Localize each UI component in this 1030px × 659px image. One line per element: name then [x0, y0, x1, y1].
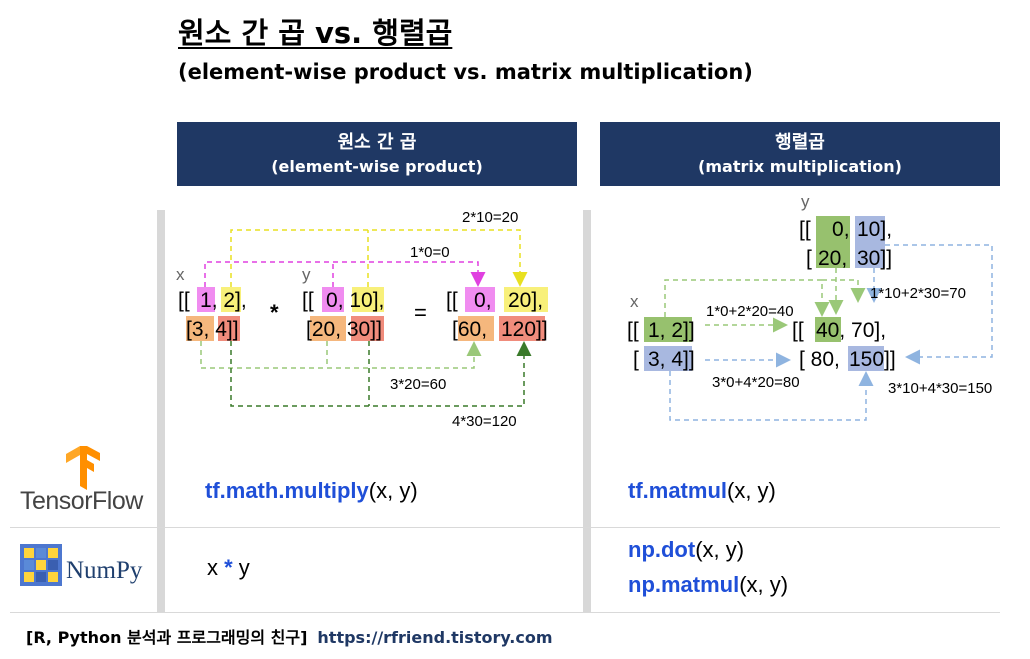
tensorflow-logo-icon: [66, 446, 100, 490]
matmul-header-en: (matrix multiplication): [698, 157, 902, 176]
y-col1-highlight: [816, 216, 850, 268]
ew-y-label: y: [302, 265, 311, 284]
np-dot-args: (x, y): [695, 537, 745, 562]
page-subtitle: (element-wise product vs. matrix multipl…: [178, 60, 753, 84]
mm-y-row2: [20, 30]]: [806, 247, 892, 270]
footer-text: [R, Python 분석과 프로그래밍의 친구]: [26, 628, 308, 647]
np-matmul-fn: np.matmul: [628, 572, 740, 597]
x-cell-1-highlight: [197, 287, 215, 312]
bottom-divider: [10, 612, 1000, 613]
np-y: y: [232, 555, 250, 580]
annot-mm-80: 3*0+4*20=80: [712, 374, 800, 391]
r-cell-40-highlight: [815, 317, 841, 342]
annot-1x0: 1*0=0: [410, 244, 450, 261]
tf-matmul-fn: tf.matmul: [628, 478, 727, 503]
arrow-4x30: [230, 341, 532, 407]
r-cell-120-highlight: [499, 316, 545, 341]
r-cell-0-highlight: [465, 287, 495, 312]
tensorflow-label: TensorFlow: [20, 487, 143, 515]
x-cell-4-highlight: [218, 316, 240, 341]
mm-y-label: y: [801, 192, 810, 211]
annot-mm-40: 1*0+2*20=40: [706, 303, 794, 320]
ew-x-row2: [3, 4]]: [186, 318, 239, 341]
elementwise-header-ko: 원소 간 곱: [337, 132, 417, 153]
numpy-logo-icon: [20, 544, 62, 586]
np-dot-fn: np.dot: [628, 537, 696, 562]
ew-y-row2: [20, 30]]: [306, 318, 382, 341]
r-cell-150-highlight: [848, 346, 884, 371]
np-elementwise-code: x * y: [207, 555, 250, 581]
np-matmul-args: (x, y): [739, 572, 789, 597]
x-row2-highlight: [644, 346, 692, 371]
y-cell-20-highlight: [310, 316, 346, 341]
left-divider: [157, 210, 165, 612]
times-sign: *: [270, 300, 279, 325]
y-col2-highlight: [855, 216, 885, 268]
numpy-label: NumPy: [66, 557, 143, 584]
elementwise-header-en: (element-wise product): [271, 157, 483, 176]
arrow-mm-40: [664, 279, 830, 317]
annot-mm-70: 1*10+2*30=70: [870, 285, 966, 302]
equals-sign: =: [414, 300, 427, 325]
annot-3x20: 3*20=60: [390, 376, 446, 393]
arrow-3x20: [200, 341, 482, 369]
tf-multiply-args: (x, y): [368, 478, 418, 503]
row-divider: [10, 527, 1000, 528]
tf-multiply-fn: tf.math.multiply: [205, 478, 369, 503]
mm-y-row1: [[0, 10],: [799, 218, 892, 241]
x-cell-3-highlight: [186, 316, 214, 341]
ew-r-row2: [60, 120]]: [452, 318, 548, 341]
arrow-2x10: [230, 229, 528, 287]
np-star-op: *: [224, 555, 233, 580]
matmul-header-ko: 행렬곱: [775, 132, 825, 153]
mm-x-label: x: [630, 292, 639, 311]
page-title: 원소 간 곱 vs. 행렬곱: [178, 16, 453, 50]
arrow-1x0: [204, 261, 486, 287]
y-cell-30-highlight: [351, 316, 384, 341]
x-row1-highlight: [644, 317, 692, 342]
x-cell-2-highlight: [221, 287, 241, 312]
ew-x-label: x: [176, 265, 185, 284]
y-cell-0-highlight: [322, 287, 344, 312]
ew-y-row1: [[0, 10],: [302, 289, 384, 312]
arrow-mm-70-green: [822, 279, 866, 303]
mm-r-row1: [[40, 70],: [792, 319, 886, 342]
matmul-header: 행렬곱 (matrix multiplication): [600, 122, 1000, 186]
mm-r-row2: [ 80, 150]]: [799, 348, 896, 371]
np-matmul-code: np.matmul(x, y): [628, 572, 788, 598]
tf-matmul-args: (x, y): [727, 478, 776, 503]
r-cell-60-highlight: [458, 316, 494, 341]
annot-2x10: 2*10=20: [462, 209, 518, 226]
arrow-mm-150-row: [669, 371, 874, 421]
np-dot-code: np.dot(x, y): [628, 537, 744, 563]
annot-mm-150: 3*10+4*30=150: [888, 380, 992, 397]
arrow-mm-150: [885, 244, 993, 365]
y-cell-10-highlight: [352, 287, 384, 312]
tf-elementwise-code: tf.math.multiply(x, y): [205, 478, 418, 504]
footer-url-link[interactable]: https://rfriend.tistory.com: [317, 628, 553, 647]
mm-x-row2: [3, 4]]: [633, 348, 695, 371]
elementwise-header: 원소 간 곱 (element-wise product): [177, 122, 577, 186]
ew-x-row1: [[1, 2],: [178, 289, 247, 312]
ew-r-row1: [[0, 20],: [446, 289, 543, 312]
r-cell-20-highlight: [504, 287, 548, 312]
np-x: x: [207, 555, 225, 580]
center-divider: [583, 210, 591, 612]
mm-x-row1: [[1, 2]]: [627, 319, 695, 342]
footer: [R, Python 분석과 프로그래밍의 친구] https://rfriend…: [26, 624, 553, 648]
annot-4x30: 4*30=120: [452, 413, 517, 430]
tf-matmul-code: tf.matmul(x, y): [628, 478, 776, 504]
